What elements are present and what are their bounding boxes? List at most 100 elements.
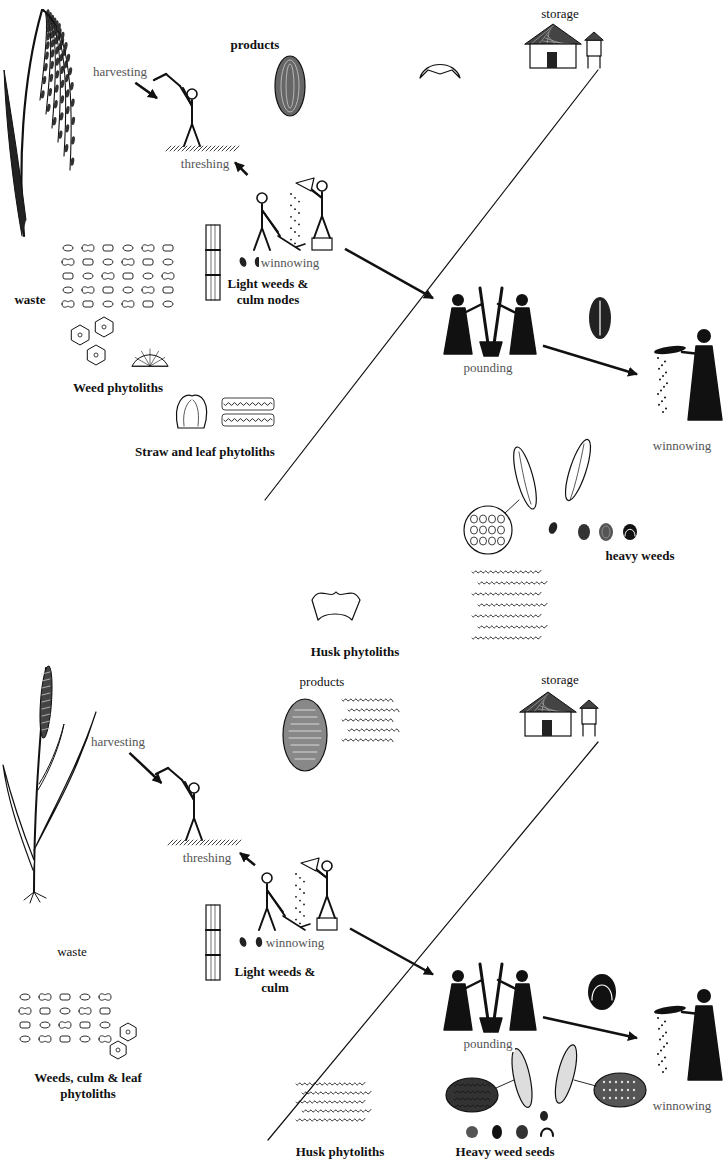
annotation-label: Light weeds & culm bbox=[232, 964, 318, 995]
winnowing-woman bbox=[654, 1004, 687, 1015]
weed-phytoliths bbox=[150, 349, 151, 366]
winnowing-figures bbox=[301, 858, 319, 871]
husk-phytoliths bbox=[472, 614, 541, 617]
culm-node bbox=[206, 225, 220, 300]
husk-halves bbox=[489, 515, 496, 523]
process-arrow bbox=[543, 346, 637, 375]
husk-phytoliths bbox=[302, 1109, 371, 1112]
process-arrow bbox=[350, 928, 433, 974]
winnowing-woman bbox=[664, 1057, 666, 1059]
threshing-figure bbox=[154, 74, 166, 80]
winnowing-figures bbox=[303, 881, 305, 883]
winnowing-figures bbox=[262, 210, 280, 236]
husk-halves bbox=[551, 1043, 581, 1105]
winnowing-figures bbox=[312, 238, 332, 250]
process-arrow bbox=[543, 1017, 637, 1038]
rice-plant bbox=[21, 10, 42, 236]
rice-plant bbox=[48, 88, 53, 97]
annotation-label: waste bbox=[55, 944, 89, 960]
weed-phytoliths bbox=[40, 1022, 50, 1028]
storage-hut bbox=[547, 32, 549, 44]
weed-phytoliths bbox=[150, 358, 165, 367]
storage-hut bbox=[580, 700, 598, 708]
husk-halves bbox=[627, 1097, 629, 1099]
weed-phytoliths bbox=[143, 301, 153, 307]
husk-halves bbox=[547, 521, 559, 535]
annotation-label: Light weeds & culm nodes bbox=[225, 276, 311, 307]
winnowing-woman bbox=[665, 407, 667, 409]
winnowing-figures bbox=[294, 231, 296, 233]
pounding-figures bbox=[444, 984, 472, 1030]
weed-phytoliths bbox=[163, 301, 173, 307]
rice-plant bbox=[65, 124, 70, 133]
stage-label: winnowing bbox=[259, 255, 322, 271]
rice-grain bbox=[275, 56, 305, 116]
weed-phytoliths bbox=[82, 287, 94, 294]
weed-phytoliths bbox=[20, 1036, 30, 1042]
husk-halves bbox=[471, 515, 478, 523]
culm-node bbox=[206, 225, 220, 300]
husk-halves bbox=[498, 515, 505, 523]
winnowing-woman bbox=[665, 1067, 667, 1069]
weed-phytoliths bbox=[99, 1036, 111, 1043]
rice-plant bbox=[42, 10, 71, 170]
annotation-label: Straw and leaf phytoliths bbox=[133, 444, 277, 460]
process-arrow bbox=[135, 83, 157, 98]
winnowing-figures bbox=[299, 900, 301, 902]
winnowing-figures bbox=[259, 858, 337, 930]
rice-plant bbox=[64, 144, 69, 153]
straw-leaf-phytoliths bbox=[184, 400, 199, 426]
husk-halves bbox=[633, 1089, 635, 1091]
millet-grain bbox=[295, 710, 315, 711]
millet-grain bbox=[289, 738, 321, 739]
husk-halves bbox=[446, 1078, 498, 1112]
weed-phytoliths bbox=[142, 245, 154, 252]
husk-halves bbox=[633, 1081, 635, 1083]
culm-node bbox=[206, 905, 220, 980]
pounding-figures bbox=[444, 964, 536, 1032]
annotation-label: Weeds, culm & leaf phytoliths bbox=[31, 1070, 145, 1101]
winnowing-woman bbox=[682, 352, 700, 354]
winnowing-woman bbox=[654, 329, 722, 420]
pounding-figures bbox=[462, 980, 482, 990]
winnowing-woman bbox=[663, 1046, 665, 1048]
threshing-figure bbox=[236, 840, 241, 845]
stage-label: pounding bbox=[461, 360, 514, 376]
stage-label: pounding bbox=[461, 1036, 514, 1052]
husk-halves bbox=[594, 1073, 646, 1107]
husk-halves bbox=[621, 1089, 623, 1091]
weed-phytoliths bbox=[102, 273, 114, 280]
winnowing-woman bbox=[657, 393, 659, 395]
husk-halves bbox=[454, 1091, 490, 1093]
winnowing-woman bbox=[664, 361, 666, 363]
winnowing-figures bbox=[290, 193, 292, 195]
rice-plant bbox=[71, 116, 76, 125]
rice-plant bbox=[60, 31, 65, 40]
weed-phytoliths bbox=[123, 273, 133, 279]
dehusked-grain bbox=[599, 301, 600, 335]
threshing-figure bbox=[154, 74, 239, 151]
heavy-weed-seeds bbox=[625, 529, 635, 536]
husk-phytoliths bbox=[342, 739, 393, 742]
husk-halves bbox=[508, 1047, 536, 1109]
weed-phytoliths bbox=[103, 245, 113, 251]
weed-phytoliths bbox=[62, 245, 174, 366]
rice-plant bbox=[69, 82, 74, 91]
millet-grain bbox=[293, 752, 317, 753]
rice-plant bbox=[42, 76, 47, 85]
husk-halves bbox=[621, 1097, 623, 1099]
winnowing-woman bbox=[697, 329, 711, 343]
weed-phytoliths bbox=[103, 301, 113, 307]
process-stage: threshing bbox=[160, 92, 250, 172]
pounding-figures bbox=[444, 288, 536, 356]
winnowing-woman bbox=[658, 368, 660, 370]
winnowing-figures bbox=[317, 918, 337, 930]
winnowing-woman bbox=[661, 1024, 663, 1026]
winnowing-woman bbox=[688, 346, 722, 420]
process-stage: pounding bbox=[436, 282, 540, 376]
heavy-weed-seeds bbox=[578, 523, 637, 541]
dehusked-grain bbox=[589, 297, 611, 339]
rice-plant bbox=[50, 61, 55, 70]
winnowing-woman bbox=[666, 382, 668, 384]
rice-plant bbox=[66, 53, 71, 62]
